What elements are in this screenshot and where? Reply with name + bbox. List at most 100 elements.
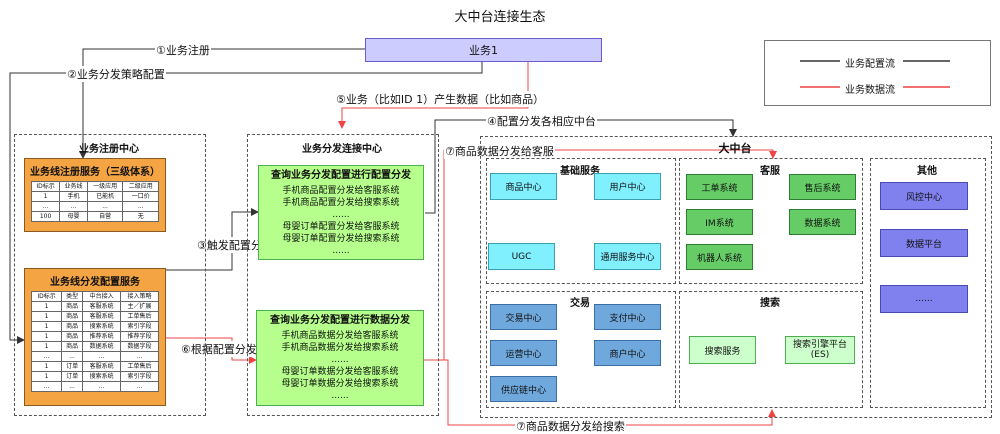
basic-services-group (486, 158, 676, 284)
table-header-cell: 类型 (61, 291, 84, 302)
config-line: 手机商品配置分发给客服系统 (282, 186, 400, 196)
table-cell: 工单售后 (120, 311, 159, 322)
table-cell: ... (120, 381, 159, 392)
service-node[interactable]: 风控中心 (880, 182, 968, 210)
edge-label-7b: ⑦商品数据分发给搜索 (515, 418, 626, 434)
business1-node[interactable]: 业务1 (365, 38, 602, 62)
dist-config-service-title: 业务线分发配置服务 (50, 277, 140, 288)
reg-center-title: 业务注册中心 (79, 144, 139, 155)
data-dispatch-box[interactable]: 查询业务分发配置进行数据分发 手机商品数据分发给客服系统 手机商品数据分发给搜索… (256, 310, 424, 406)
table-cell: 1 (30, 331, 63, 342)
service-node[interactable]: 商户中心 (594, 340, 661, 366)
table-cell: 主／扩展 (120, 301, 159, 312)
service-node[interactable]: 通用服务中心 (594, 243, 661, 270)
customer-service-group (679, 158, 863, 284)
service-node[interactable]: UGC (488, 243, 555, 270)
table-cell: 索引字段 (120, 321, 159, 332)
table-cell: ... (61, 381, 84, 392)
search-group (679, 291, 863, 408)
table-header-cell: 一级应用 (86, 181, 124, 192)
legend-config-label: 业务配置流 (844, 55, 896, 70)
customer-service-title: 客服 (760, 166, 780, 177)
reg-center (14, 134, 206, 416)
config-line: ...... (332, 210, 350, 220)
data-line: 母婴订单数据分发给搜索系统 (281, 379, 399, 389)
table-row: ............ (30, 351, 159, 362)
table-cell: 手机 (59, 191, 88, 202)
table-cell: ... (122, 201, 159, 212)
service-node[interactable]: ...... (880, 285, 968, 313)
service-node[interactable]: 售后系统 (789, 174, 856, 200)
config-dispatch-box[interactable]: 查询业务分发配置进行配置分发 手机商品配置分发给客服系统 手机商品配置分发给搜索… (258, 165, 424, 260)
config-line: ...... (332, 246, 350, 256)
table-header-row: ID标示业务线一级应用二级应用 (30, 181, 159, 192)
config-line: 母婴订单配置分发给搜索系统 (282, 234, 400, 244)
big-platform-title: 大中台 (718, 142, 752, 155)
edge-label-3: ③触发配置分发 (196, 237, 274, 253)
config-line: 母婴订单配置分发给客服系统 (282, 222, 400, 232)
table-cell: 订单 (61, 361, 84, 372)
service-node[interactable]: 运营中心 (490, 340, 557, 366)
service-node[interactable]: IM系统 (686, 209, 753, 235)
table-cell: 客服系统 (82, 301, 122, 312)
table-cell: ... (61, 351, 84, 362)
dist-center-title: 业务分发连接中心 (302, 144, 382, 155)
service-node[interactable]: 支付中心 (594, 304, 661, 330)
edge-label-7a: ⑦商品数据分发给客服 (444, 143, 555, 159)
table-cell: 1 (30, 321, 63, 332)
service-node[interactable]: 工单系统 (686, 174, 753, 200)
table-cell: 推荐系统 (82, 331, 122, 342)
data-line: 母婴订单数据分发给客服系统 (281, 367, 399, 377)
table-cell: 订单 (61, 371, 84, 382)
table-cell: ... (30, 201, 61, 212)
service-node[interactable]: 商品中心 (490, 173, 557, 200)
table-cell: 1 (30, 311, 63, 322)
service-node[interactable]: 搜索服务 (689, 336, 756, 364)
table-cell: 一口价 (122, 191, 159, 202)
table-cell: 1 (30, 371, 63, 382)
table-cell: 搜索系统 (82, 321, 122, 332)
data-line: ...... (331, 355, 349, 365)
other-group (870, 158, 986, 408)
service-node[interactable]: 交易中心 (490, 304, 557, 330)
table-cell: 自营 (86, 211, 124, 222)
table-cell: ... (120, 351, 159, 362)
basic-services-title: 基础服务 (560, 166, 600, 177)
table-header-row: ID标示类型中台接入接入策略 (30, 291, 159, 302)
other-title: 其他 (917, 166, 937, 177)
service-node[interactable]: 用户中心 (594, 173, 661, 200)
table-header-cell: ID标示 (30, 181, 61, 192)
diagram-title: 大中台连接生态 (454, 10, 546, 25)
table-cell: 客服系统 (82, 311, 122, 322)
service-node[interactable]: 数据平台 (880, 229, 968, 257)
table-cell: ... (30, 381, 63, 392)
table-row: ............ (30, 381, 159, 392)
config-line: 手机商品配置分发给搜索系统 (282, 198, 400, 208)
table-cell: 数据字段 (120, 341, 159, 352)
edge-label-4: ④配置分发各相应中台 (486, 113, 597, 129)
table-cell: 工单售后 (120, 361, 159, 372)
service-node[interactable]: 供应链中心 (490, 376, 557, 402)
table-cell: 商品 (61, 311, 84, 322)
service-node[interactable]: 机器人系统 (686, 244, 753, 270)
table-header-cell: 业务线 (59, 181, 88, 192)
table-cell: ... (82, 351, 122, 362)
table-cell: 1 (30, 301, 63, 312)
service-node[interactable]: 数据系统 (789, 209, 856, 235)
table-cell: 100 (30, 211, 61, 222)
table-cell: 数据系统 (82, 341, 122, 352)
table-header-cell: 中台接入 (82, 291, 122, 302)
service-node[interactable]: 搜索引擎平台 (ES) (785, 336, 855, 364)
